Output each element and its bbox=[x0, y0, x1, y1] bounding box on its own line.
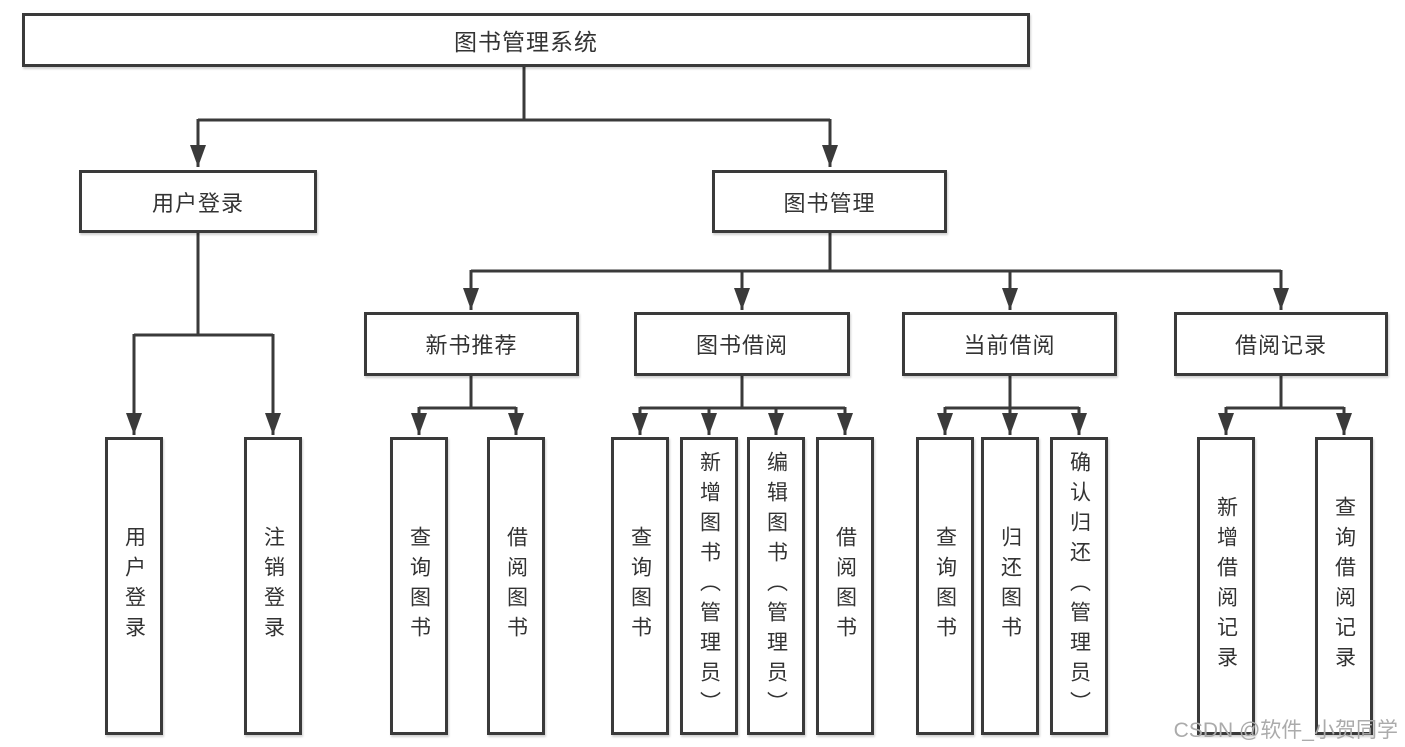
leaf-logout: 注销登录 bbox=[244, 437, 302, 735]
connector-current-borrowing-to-leaves bbox=[937, 376, 1087, 435]
connector-user-login-to-leaves bbox=[126, 233, 281, 435]
connector-book-management-to-level3 bbox=[463, 233, 1289, 310]
leaf-edit-book-admin: 编辑图书（管理员） bbox=[747, 437, 805, 735]
node-book-management: 图书管理 bbox=[712, 170, 947, 233]
connector-new-book-recommend-to-leaves bbox=[411, 376, 524, 435]
node-user-login: 用户登录 bbox=[79, 170, 317, 233]
connector-borrowing-records-to-leaves bbox=[1218, 376, 1352, 435]
leaf-query-books-current: 查询图书 bbox=[916, 437, 974, 735]
node-borrowing-records: 借阅记录 bbox=[1174, 312, 1388, 376]
leaf-confirm-return-admin: 确认归还（管理员） bbox=[1050, 437, 1108, 735]
leaf-return-book: 归还图书 bbox=[981, 437, 1039, 735]
leaf-query-books-borrowing: 查询图书 bbox=[611, 437, 669, 735]
connector-root-to-level2 bbox=[190, 66, 838, 167]
leaf-query-books-recommend: 查询图书 bbox=[390, 437, 448, 735]
node-book-borrowing: 图书借阅 bbox=[634, 312, 850, 376]
node-new-book-recommend: 新书推荐 bbox=[364, 312, 579, 376]
watermark: CSDN @软件_小贺同学 bbox=[1173, 719, 1398, 742]
node-current-borrowing: 当前借阅 bbox=[902, 312, 1117, 376]
leaf-add-book-admin: 新增图书（管理员） bbox=[680, 437, 738, 735]
leaf-borrow-books-borrowing: 借阅图书 bbox=[816, 437, 874, 735]
leaf-add-borrow-record: 新增借阅记录 bbox=[1197, 437, 1255, 735]
leaf-user-login: 用户登录 bbox=[105, 437, 163, 735]
leaf-query-borrow-record: 查询借阅记录 bbox=[1315, 437, 1373, 735]
leaf-borrow-books-recommend: 借阅图书 bbox=[487, 437, 545, 735]
connector-book-borrowing-to-leaves bbox=[632, 376, 853, 435]
node-library-management-system: 图书管理系统 bbox=[22, 13, 1030, 67]
